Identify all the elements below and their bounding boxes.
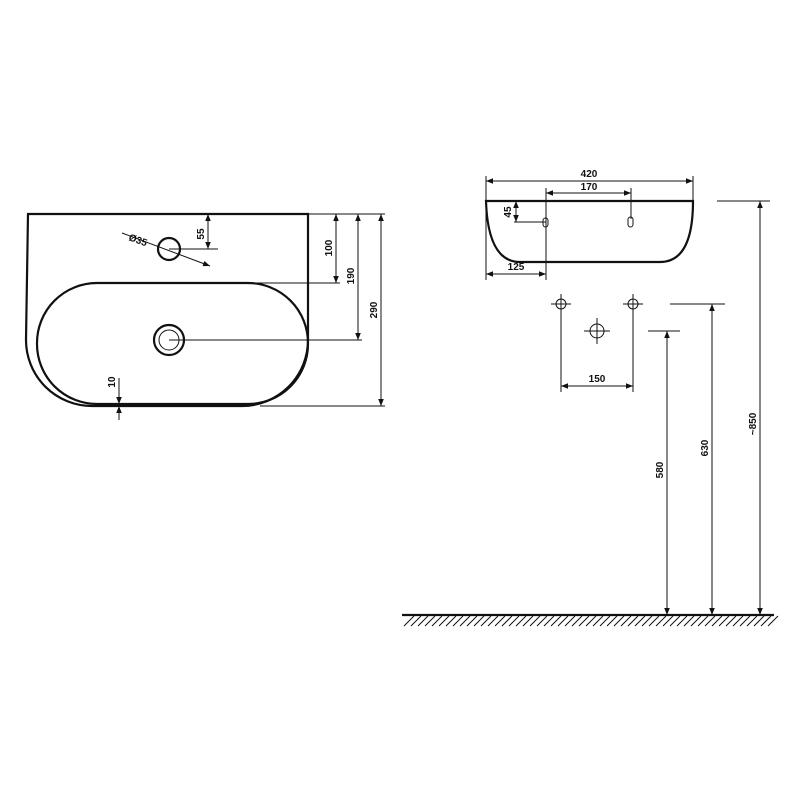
dim-190-text: 190 [346,267,357,284]
hatch-stroke [718,615,730,627]
basin-side-profile [484,199,695,264]
hatch-stroke [676,615,688,627]
dim-100-text: 100 [324,239,335,256]
hatch-stroke [515,615,527,627]
hatch-stroke [690,615,702,627]
tap-hole-label: Ø35 [127,232,149,249]
plan-view: Ø35 55 100 190 290 10 [24,212,385,420]
hatch-stroke [529,615,541,627]
hatch-stroke [473,615,485,627]
height-dimensions: 580 630 ~850 [648,200,770,615]
dim-45-text: 45 [503,206,514,218]
hatch-stroke [466,615,478,627]
hatch-stroke [732,615,744,627]
hatch-stroke [501,615,513,627]
floor-line [402,613,779,627]
inner-bowl [35,281,310,406]
hatch-stroke [641,615,653,627]
tap-hole-diameter-line [121,232,211,267]
hatch-stroke [557,615,569,627]
water-supply-right [623,294,643,314]
hatch-stroke [536,615,548,627]
dim-630-text: 630 [700,439,711,456]
hatch-stroke [627,615,639,627]
hatch-stroke [403,615,415,627]
hatch-stroke [543,615,555,627]
hatch-stroke [620,615,632,627]
dim-170-text: 170 [581,182,598,193]
hatch-stroke [662,615,674,627]
hatch-stroke [697,615,709,627]
hatch-stroke [424,615,436,627]
hatch-stroke [452,615,464,627]
dim-55-text: 55 [196,228,207,240]
dim-580-text: 580 [655,461,666,478]
hatch-stroke [599,615,611,627]
hatch-stroke [417,615,429,627]
hatch-stroke [711,615,723,627]
connection-points: 150 [551,294,643,392]
hatch-stroke [592,615,604,627]
hatch-stroke [410,615,422,627]
hatch-stroke [634,615,646,627]
hatch-stroke [739,615,751,627]
hatch-stroke [725,615,737,627]
hatch-stroke [522,615,534,627]
hatch-stroke [760,615,772,627]
hatch-stroke [767,615,779,627]
hatch-stroke [564,615,576,627]
hatch-stroke [585,615,597,627]
hatch-stroke [480,615,492,627]
hatch-stroke [494,615,506,627]
dim-150-text: 150 [589,374,606,385]
hatch-stroke [508,615,520,627]
hatch-stroke [459,615,471,627]
hatch-stroke [655,615,667,627]
hatch-stroke [487,615,499,627]
hatch-stroke [746,615,758,627]
hatch-stroke [648,615,660,627]
hatch-stroke [571,615,583,627]
dim-420-text: 420 [581,169,598,180]
hatch-stroke [613,615,625,627]
water-supply-left [551,294,571,314]
hatch-stroke [669,615,681,627]
side-view: 420 170 45 125 [484,169,695,280]
hatch-stroke [683,615,695,627]
dim-10-text: 10 [107,376,118,388]
hatch-stroke [550,615,562,627]
waste-outlet [584,318,610,344]
basin-outline [24,212,310,408]
dim-850-text: ~850 [748,412,759,435]
hatch-stroke [431,615,443,627]
hatch-stroke [606,615,618,627]
hatch-stroke [438,615,450,627]
hatch-stroke [578,615,590,627]
dim-125-text: 125 [508,262,525,273]
hatch-stroke [753,615,765,627]
hatch-stroke [445,615,457,627]
hatch-stroke [704,615,716,627]
floor-hatching [403,615,779,627]
dim-290-text: 290 [369,301,380,318]
